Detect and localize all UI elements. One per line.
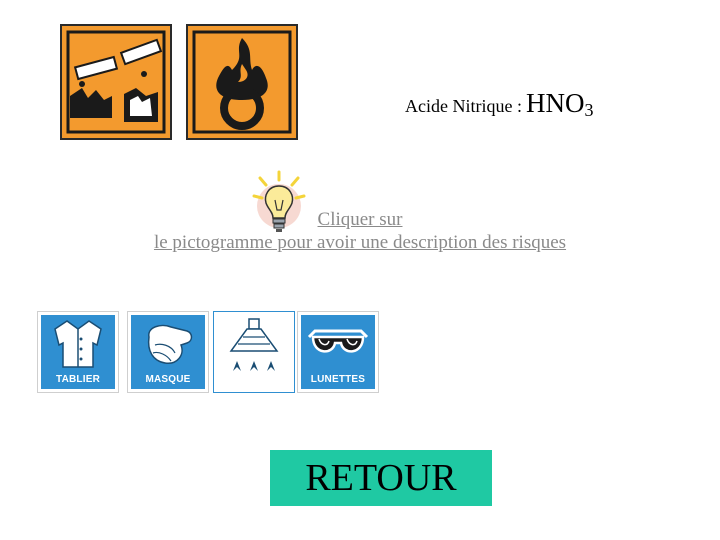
formula-subscript: 3 [584, 100, 594, 121]
ppe-label-goggles: LUNETTES [310, 374, 366, 385]
corrosive-icon [66, 30, 166, 134]
ppe-mask-button[interactable]: MASQUE [128, 312, 208, 392]
lightbulb-icon [246, 170, 308, 245]
oxidizer-pictogram[interactable] [186, 24, 298, 140]
ppe-label-mask: MASQUE [145, 374, 191, 385]
flame-over-circle-icon [192, 30, 292, 134]
ppe-goggles-button[interactable]: LUNETTES [298, 312, 378, 392]
retour-button[interactable]: RETOUR [270, 450, 492, 506]
hint-link-line2[interactable]: le pictogramme pour avoir une descriptio… [153, 232, 567, 253]
chemical-formula: Acide Nitrique : HNO3 [405, 88, 593, 121]
ppe-fume-hood-button[interactable] [214, 312, 294, 392]
corrosive-pictogram[interactable] [60, 24, 172, 140]
mask-icon [147, 324, 193, 364]
chemical-name-label: Acide Nitrique : [405, 96, 522, 116]
hint-text: Cliquer sur le pictogramme pour avoir un… [96, 208, 624, 254]
ppe-apron-button[interactable]: TABLIER [38, 312, 118, 392]
hint-link-line1[interactable]: Cliquer sur [317, 209, 403, 230]
formula-text: HNO [525, 88, 585, 118]
ppe-label-apron: TABLIER [56, 374, 100, 385]
lab-coat-icon [54, 320, 102, 368]
fume-hood-icon [229, 318, 279, 383]
goggles-icon [307, 329, 369, 353]
